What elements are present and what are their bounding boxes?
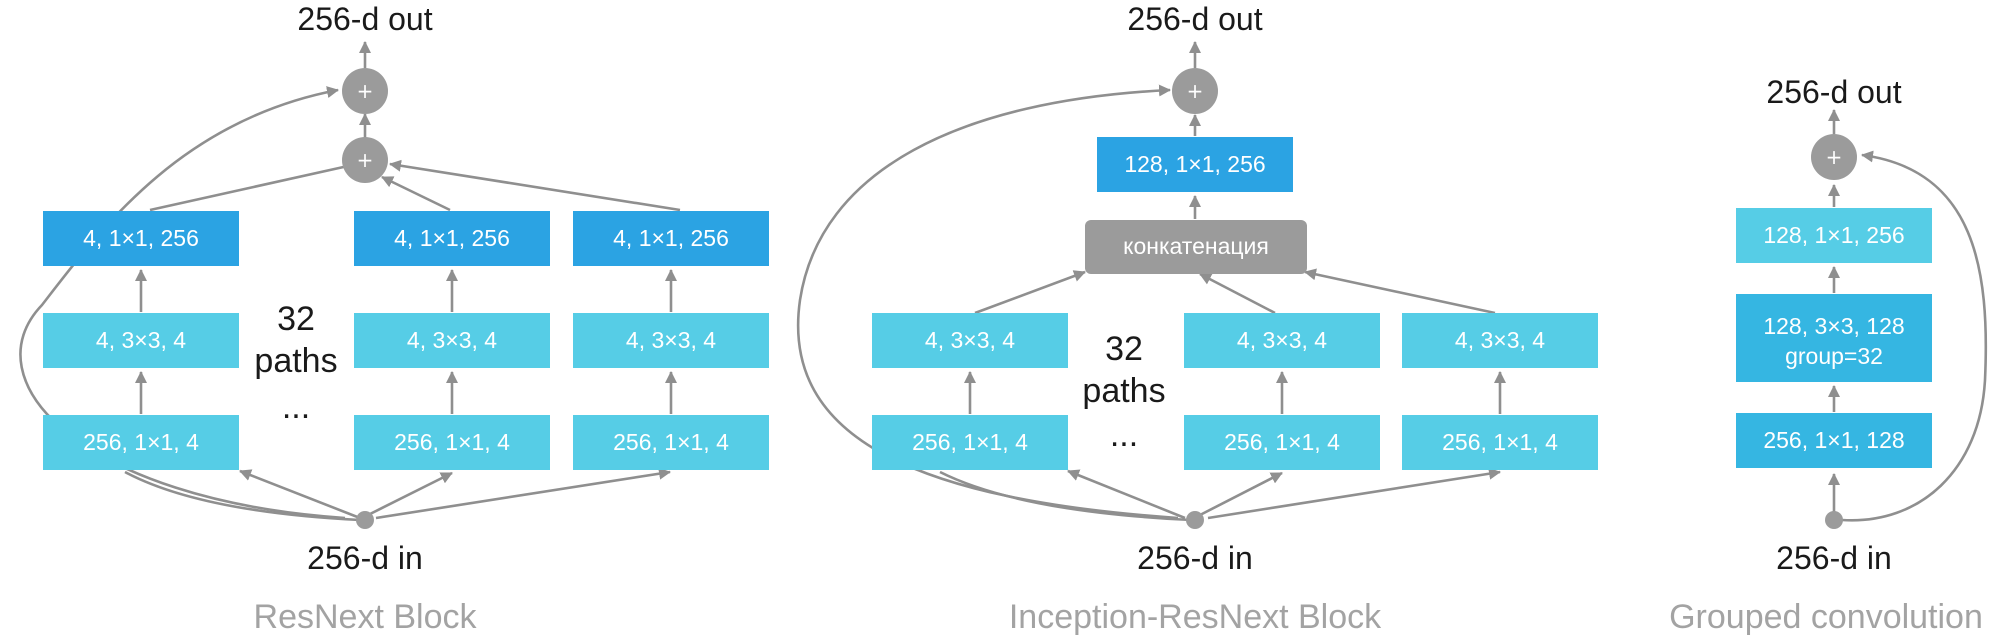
block-caption: ResNext Block	[254, 598, 478, 636]
input-arrow	[1207, 467, 1501, 520]
input-label: 256-d in	[307, 540, 423, 576]
grouped-top-text: 128, 1×1, 256	[1763, 222, 1904, 248]
resnext-path3-top-box	[573, 211, 769, 266]
paths-word: paths	[254, 342, 337, 380]
input-arrow	[1199, 471, 1283, 517]
grouped-bottom-text: 256, 1×1, 128	[1763, 427, 1904, 453]
grouped-middle-text-line2: group=32	[1785, 343, 1883, 369]
merge-arrow	[381, 175, 451, 212]
plus-icon: +	[357, 79, 374, 103]
inception-path3-bottom-text: 256, 1×1, 4	[1442, 429, 1558, 455]
resnext-path2-bottom-box	[354, 415, 550, 470]
input-arrow	[239, 469, 361, 520]
input-arrow	[375, 467, 671, 520]
resnext-edges	[19, 41, 681, 522]
resnext-path3-top-text: 4, 1×1, 256	[613, 225, 729, 251]
paths-word: paths	[1082, 372, 1165, 410]
inception-top-box	[1097, 137, 1293, 192]
sum-node	[342, 137, 388, 183]
sum-node	[1172, 68, 1218, 114]
inception-path3-middle-box	[1402, 313, 1598, 368]
resnext-path2-middle-text: 4, 3×3, 4	[407, 327, 497, 353]
merge-arrow	[149, 164, 349, 212]
resnext-path1-bottom-text: 256, 1×1, 4	[83, 429, 199, 455]
output-label: 256-d out	[297, 1, 432, 37]
resnext-block: 4, 1×1, 256 4, 3×3, 4 256, 1×1, 4 4, 1×1…	[19, 1, 769, 636]
plus-icon: +	[357, 148, 374, 172]
inception-path3-middle-text: 4, 3×3, 4	[1455, 327, 1545, 353]
resnext-path2-top-text: 4, 1×1, 256	[394, 225, 510, 251]
inception-path2-middle-text: 4, 3×3, 4	[1237, 327, 1327, 353]
skip-connection-arrow	[1841, 150, 1988, 522]
resnext-path1-top-box	[43, 211, 239, 266]
sum-node	[342, 68, 388, 114]
block-caption: Inception-ResNext Block	[1009, 598, 1382, 636]
plus-icon: +	[1187, 79, 1204, 103]
input-node	[356, 511, 374, 529]
input-arrow	[1067, 469, 1186, 520]
skip-connection-arrow	[19, 86, 346, 520]
resnext-path2-middle-box	[354, 313, 550, 368]
sum-node	[1811, 134, 1857, 180]
inception-edges	[797, 41, 1506, 522]
inception-path1-bottom-text: 256, 1×1, 4	[912, 429, 1028, 455]
resnext-path3-middle-text: 4, 3×3, 4	[626, 327, 716, 353]
inception-top-text: 128, 1×1, 256	[1124, 151, 1265, 177]
paths-count: 32	[277, 300, 315, 338]
resnext-path3-middle-box	[573, 313, 769, 368]
input-arrow	[367, 471, 453, 517]
plus-icon: +	[1826, 145, 1843, 169]
merge-arrow	[974, 270, 1086, 315]
resnext-path1-bottom-box	[43, 415, 239, 470]
inception-path2-middle-box	[1184, 313, 1380, 368]
merge-arrow	[1304, 268, 1496, 315]
input-connector	[939, 470, 1193, 522]
grouped-middle-text-line1: 128, 3×3, 128	[1763, 313, 1904, 339]
resnext-path1-top-text: 4, 1×1, 256	[83, 225, 199, 251]
input-node	[1825, 511, 1843, 529]
paths-count: 32	[1105, 330, 1143, 368]
inception-path1-bottom-box	[872, 415, 1068, 470]
grouped-edges	[1828, 109, 1988, 522]
concat-box	[1085, 220, 1307, 274]
resnext-path3-bottom-text: 256, 1×1, 4	[613, 429, 729, 455]
resnext-path1-middle-box	[43, 313, 239, 368]
grouped-convolution-block: 128, 1×1, 256 128, 3×3, 128 group=32 256…	[1669, 74, 1988, 636]
grouped-middle-box	[1736, 294, 1932, 382]
resnext-path1-middle-text: 4, 3×3, 4	[96, 327, 186, 353]
input-label: 256-d in	[1137, 540, 1253, 576]
inception-path3-bottom-box	[1402, 415, 1598, 470]
resnext-path2-top-box	[354, 211, 550, 266]
output-label: 256-d out	[1127, 1, 1262, 37]
input-connector	[124, 470, 361, 522]
output-label: 256-d out	[1766, 74, 1901, 110]
paths-ellipsis: ...	[282, 388, 310, 426]
resnext-path3-bottom-box	[573, 415, 769, 470]
resnext-path2-bottom-text: 256, 1×1, 4	[394, 429, 510, 455]
block-caption: Grouped convolution	[1669, 598, 1983, 636]
inception-path2-bottom-box	[1184, 415, 1380, 470]
merge-arrow	[389, 159, 681, 212]
inception-path1-middle-box	[872, 313, 1068, 368]
input-label: 256-d in	[1776, 540, 1892, 576]
inception-path1-middle-text: 4, 3×3, 4	[925, 327, 1015, 353]
inception-path2-bottom-text: 256, 1×1, 4	[1224, 429, 1340, 455]
grouped-bottom-box	[1736, 413, 1932, 468]
inception-resnext-block: 128, 1×1, 256 конкатенация 4, 3×3, 4 256…	[797, 1, 1598, 636]
input-node	[1186, 511, 1204, 529]
grouped-top-box	[1736, 208, 1932, 263]
skip-connection-arrow	[797, 84, 1179, 520]
merge-arrow	[1199, 272, 1276, 315]
concat-text: конкатенация	[1123, 233, 1269, 259]
paths-ellipsis: ...	[1110, 416, 1138, 454]
